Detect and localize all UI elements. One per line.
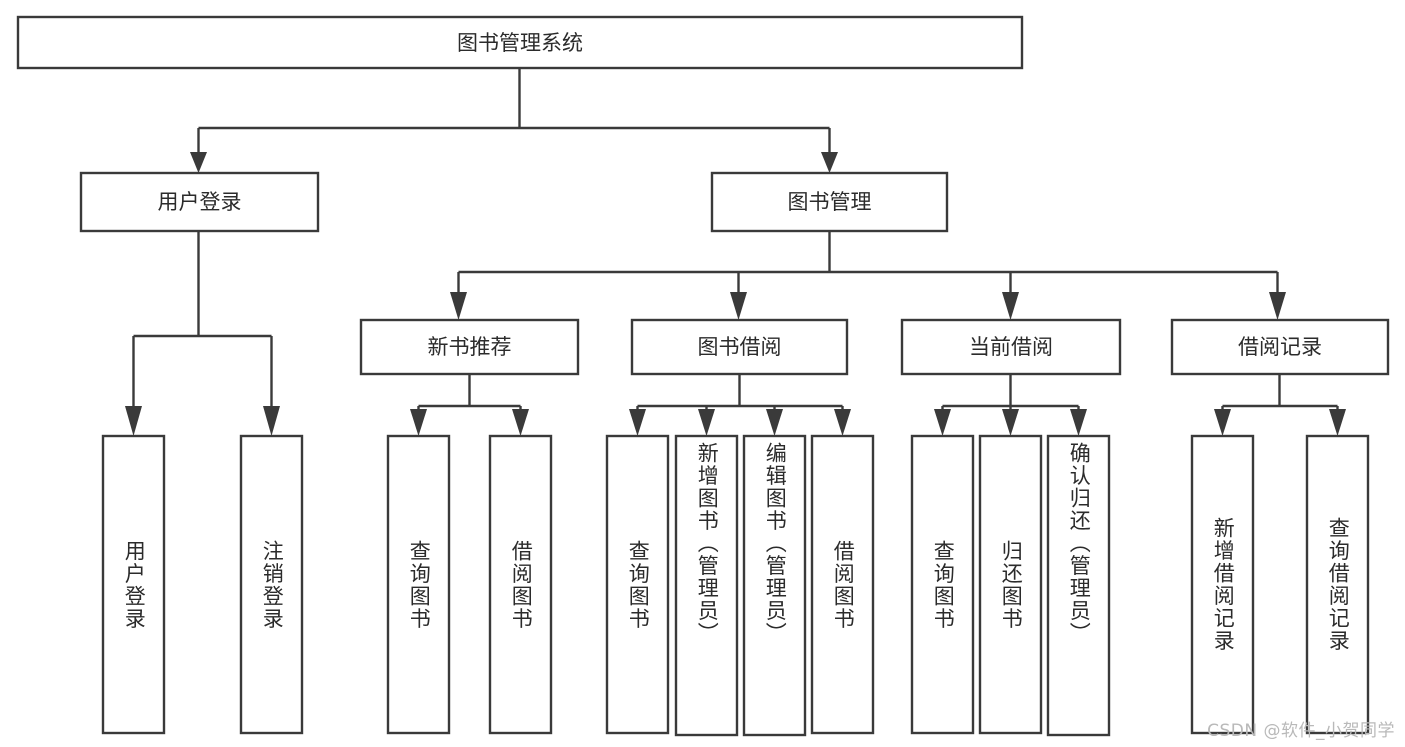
leaf-box-logout[interactable] — [239, 434, 304, 735]
leaf-group-current-borrow — [910, 434, 1111, 737]
arrow-head-new-book-recommend — [450, 292, 467, 320]
leaf-box-add-book[interactable] — [674, 434, 739, 737]
node-user-login[interactable]: 用户登录 — [79, 171, 320, 233]
arrow-head-leaf-return-book — [1002, 409, 1019, 436]
node-new-book-recommend-label: 新书推荐 — [428, 335, 512, 359]
csdn-watermark: CSDN @软件_小贺同学 — [1207, 721, 1395, 741]
arrow-head-leaf-edit-book — [766, 409, 783, 436]
connector-group-new-book-recommend — [410, 374, 529, 436]
node-book-borrow[interactable]: 图书借阅 — [630, 318, 849, 376]
node-borrow-record-label: 借阅记录 — [1238, 335, 1322, 359]
connector-group-current-borrow — [934, 374, 1087, 436]
node-book-manage[interactable]: 图书管理 — [710, 171, 949, 233]
node-new-book-recommend-box[interactable] — [359, 318, 580, 376]
node-user-login-label: 用户登录 — [158, 190, 242, 214]
node-root-label: 图书管理系统 — [457, 31, 583, 55]
leaf-box-query-record[interactable] — [1305, 434, 1370, 735]
leaf-box-add-record[interactable] — [1190, 434, 1255, 735]
node-book-manage-label: 图书管理 — [788, 190, 872, 214]
arrow-head-borrow-record — [1269, 292, 1286, 320]
leaf-box-user-login[interactable] — [101, 434, 166, 735]
arrow-head-leaf-add-record — [1214, 409, 1231, 436]
arrow-head-book-borrow — [730, 292, 747, 320]
connector-group-borrow-record — [1214, 374, 1346, 436]
node-current-borrow-label: 当前借阅 — [969, 335, 1053, 359]
node-borrow-record-box[interactable] — [1170, 318, 1390, 376]
node-book-borrow-label: 图书借阅 — [698, 335, 782, 359]
leaf-box-borrow-book-1[interactable] — [488, 434, 553, 735]
leaf-box-return-book[interactable] — [978, 434, 1043, 735]
arrow-head-leaf-query-record — [1329, 409, 1346, 436]
arrow-head-leaf-query-book-2 — [629, 409, 646, 436]
connector-group-userlogin — [125, 231, 280, 436]
arrow-head-bookmanage — [821, 152, 838, 173]
node-current-borrow-box[interactable] — [900, 318, 1122, 376]
leaf-box-edit-book[interactable] — [742, 434, 807, 737]
arrow-head-leaf-query-book-3 — [934, 409, 951, 436]
arrow-head-leaf-add-book — [698, 409, 715, 436]
leaf-box-query-book-2[interactable] — [605, 434, 670, 735]
arrow-head-leaf-borrow-book-1 — [512, 409, 529, 436]
connector-group-root — [190, 68, 838, 173]
leaf-box-query-book-3[interactable] — [910, 434, 975, 735]
node-root[interactable]: 图书管理系统 — [16, 15, 1024, 70]
node-new-book-recommend[interactable]: 新书推荐 — [359, 318, 580, 376]
node-book-manage-box[interactable] — [710, 171, 949, 233]
node-borrow-record[interactable]: 借阅记录 — [1170, 318, 1390, 376]
leaf-group-user-login — [101, 434, 304, 735]
leaf-box-confirm-return[interactable] — [1046, 434, 1111, 737]
leaf-box-borrow-book-2[interactable] — [810, 434, 875, 735]
arrow-head-leaf-confirm-return — [1070, 409, 1087, 436]
arrow-head-leaf-query-book-1 — [410, 409, 427, 436]
connector-group-bookmanage — [450, 231, 1286, 320]
leaf-group-new-book-recommend — [386, 434, 553, 735]
node-current-borrow[interactable]: 当前借阅 — [900, 318, 1122, 376]
arrow-head-leaf-logout — [263, 406, 280, 436]
node-book-borrow-box[interactable] — [630, 318, 849, 376]
leaf-group-book-borrow — [605, 434, 875, 737]
node-root-box[interactable] — [16, 15, 1024, 70]
leaf-group-borrow-record — [1190, 434, 1370, 735]
node-user-login-box[interactable] — [79, 171, 320, 233]
arrow-head-userlogin — [190, 152, 207, 173]
connector-group-book-borrow — [629, 374, 851, 436]
arrow-head-leaf-borrow-book-2 — [834, 409, 851, 436]
arrow-head-leaf-user-login — [125, 406, 142, 436]
leaf-box-query-book-1[interactable] — [386, 434, 451, 735]
arrow-head-current-borrow — [1002, 292, 1019, 320]
